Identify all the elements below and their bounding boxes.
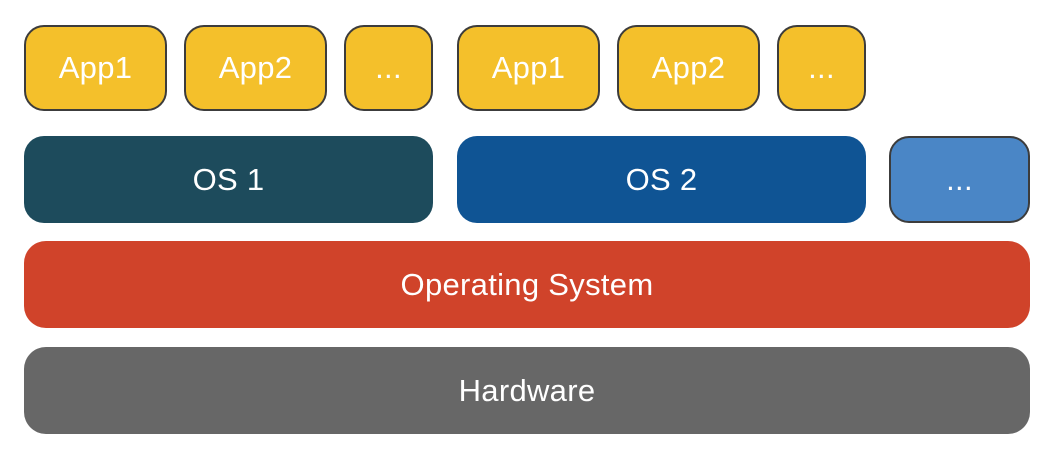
app-box-app2-group2: App2	[617, 25, 760, 111]
app-label: App1	[491, 50, 566, 85]
app-label: App2	[218, 50, 293, 85]
app-label: App1	[58, 50, 133, 85]
app-label: ...	[808, 50, 835, 85]
app-box-more-group2: ...	[777, 25, 866, 111]
app-box-more-group1: ...	[344, 25, 433, 111]
os2-box: OS 2	[457, 136, 866, 223]
app-label: App2	[651, 50, 726, 85]
os1-label: OS 1	[192, 161, 265, 197]
os1-box: OS 1	[24, 136, 433, 223]
app-box-app2-group1: App2	[184, 25, 327, 111]
hardware-label: Hardware	[458, 372, 596, 408]
hardware-layer: Hardware	[24, 347, 1030, 434]
app-box-app1-group1: App1	[24, 25, 167, 111]
os-more-label: ...	[946, 161, 973, 197]
operating-system-layer: Operating System	[24, 241, 1030, 328]
os-more-box: ...	[889, 136, 1030, 223]
app-label: ...	[375, 50, 402, 85]
operating-system-label: Operating System	[400, 266, 654, 302]
app-box-app1-group2: App1	[457, 25, 600, 111]
os2-label: OS 2	[625, 161, 698, 197]
